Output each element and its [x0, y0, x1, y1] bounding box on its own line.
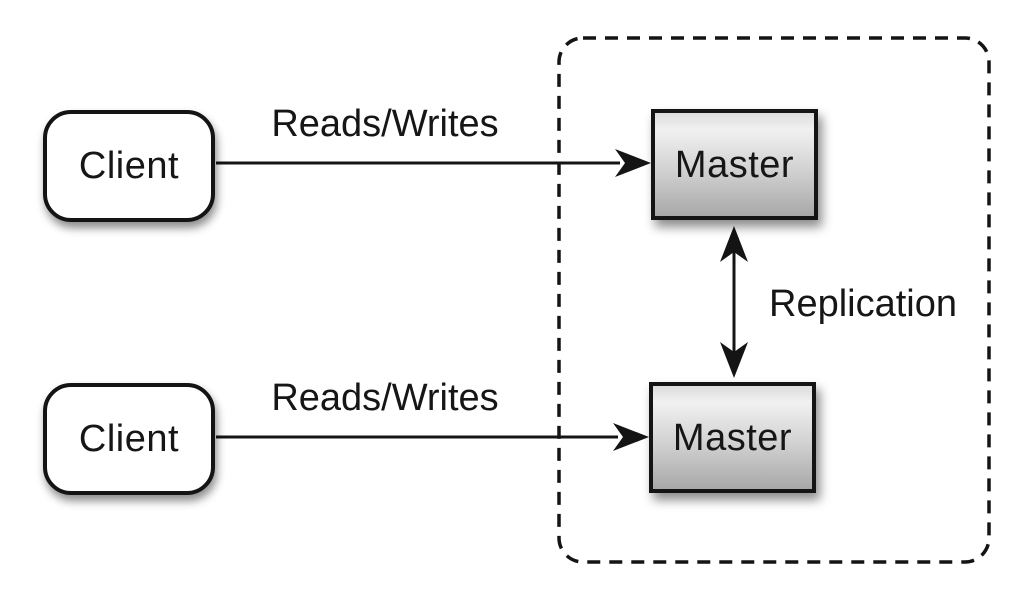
master-node-top: Master: [651, 109, 818, 220]
master-cluster-dashed-border: [557, 36, 991, 564]
client-node-top: Client: [43, 110, 215, 222]
reads-writes-label-bottom: Reads/Writes: [271, 377, 499, 419]
master-node-bottom: Master: [649, 382, 816, 493]
reads-writes-arrow-top: [216, 149, 651, 177]
master-node-top-label: Master: [674, 143, 795, 186]
client-node-top-label: Client: [78, 145, 180, 187]
master-node-bottom-label: Master: [672, 416, 793, 459]
replication-arrow: [720, 226, 748, 378]
replication-label: Replication: [769, 283, 957, 325]
reads-writes-arrow-bottom: [216, 423, 649, 451]
client-node-bottom-label: Client: [78, 418, 180, 460]
reads-writes-label-top: Reads/Writes: [271, 103, 499, 145]
client-node-bottom: Client: [43, 383, 215, 495]
